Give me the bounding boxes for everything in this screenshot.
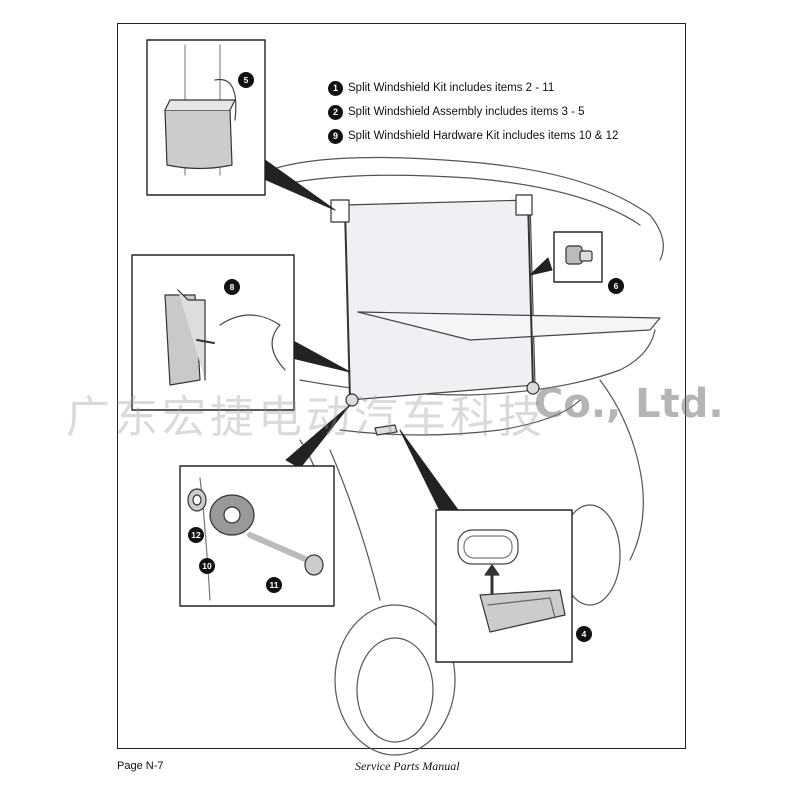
callout-6: 6 [614, 281, 619, 291]
inset-item-4 [435, 509, 573, 663]
inset-item-5 [146, 39, 266, 196]
callout-labels: 5 8 6 12 10 11 4 [191, 75, 618, 639]
callout-12: 12 [191, 530, 201, 540]
watermark-english: Co., Ltd. [534, 381, 724, 427]
page-number: Page N-7 [117, 760, 164, 772]
windshield [330, 194, 661, 436]
legend-row: 1 Split Windshield Kit includes items 2 … [328, 76, 618, 100]
callout-8: 8 [230, 282, 235, 292]
callout-11: 11 [270, 580, 279, 590]
callout-circles [188, 72, 624, 642]
callout-10: 10 [202, 561, 212, 571]
legend-row: 2 Split Windshield Assembly includes ite… [328, 100, 618, 124]
legend-text: Split Windshield Hardware Kit includes i… [348, 130, 619, 142]
watermark-chinese: 广东宏捷电动汽车科技 [66, 392, 546, 443]
legend-number-badge: 2 [328, 104, 343, 120]
inset-item-6 [553, 231, 603, 283]
parts-legend: 1 Split Windshield Kit includes items 2 … [328, 76, 618, 148]
inset-items-10-11-12 [179, 465, 335, 607]
inset-item-8 [131, 254, 295, 411]
legend-text: Split Windshield Kit includes items 2 - … [348, 82, 555, 94]
legend-text: Split Windshield Assembly includes items… [348, 106, 585, 118]
legend-number-badge: 1 [328, 80, 343, 96]
legend-number-badge: 9 [328, 128, 343, 144]
page-frame [117, 23, 686, 749]
callout-5: 5 [244, 75, 249, 85]
manual-title: Service Parts Manual [355, 759, 460, 773]
legend-row: 9 Split Windshield Hardware Kit includes… [328, 124, 618, 148]
callout-4: 4 [582, 629, 587, 639]
